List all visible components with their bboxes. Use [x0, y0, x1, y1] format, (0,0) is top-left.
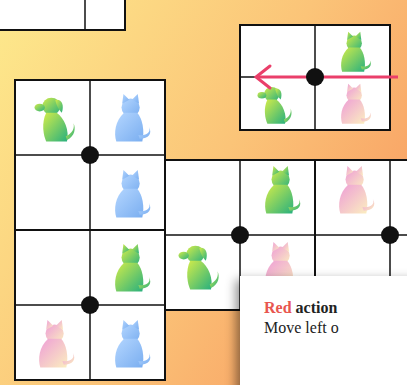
- tile-bottom-left: [15, 230, 165, 380]
- tooltip-heading: action: [296, 299, 338, 316]
- tooltip-body: Move left o: [264, 318, 407, 338]
- tile-left: [15, 80, 165, 230]
- corner-panel: [0, 0, 125, 30]
- move-arrow: [256, 66, 398, 88]
- action-tooltip: Red actionMove left o: [240, 276, 407, 385]
- action-color: Red: [264, 299, 292, 316]
